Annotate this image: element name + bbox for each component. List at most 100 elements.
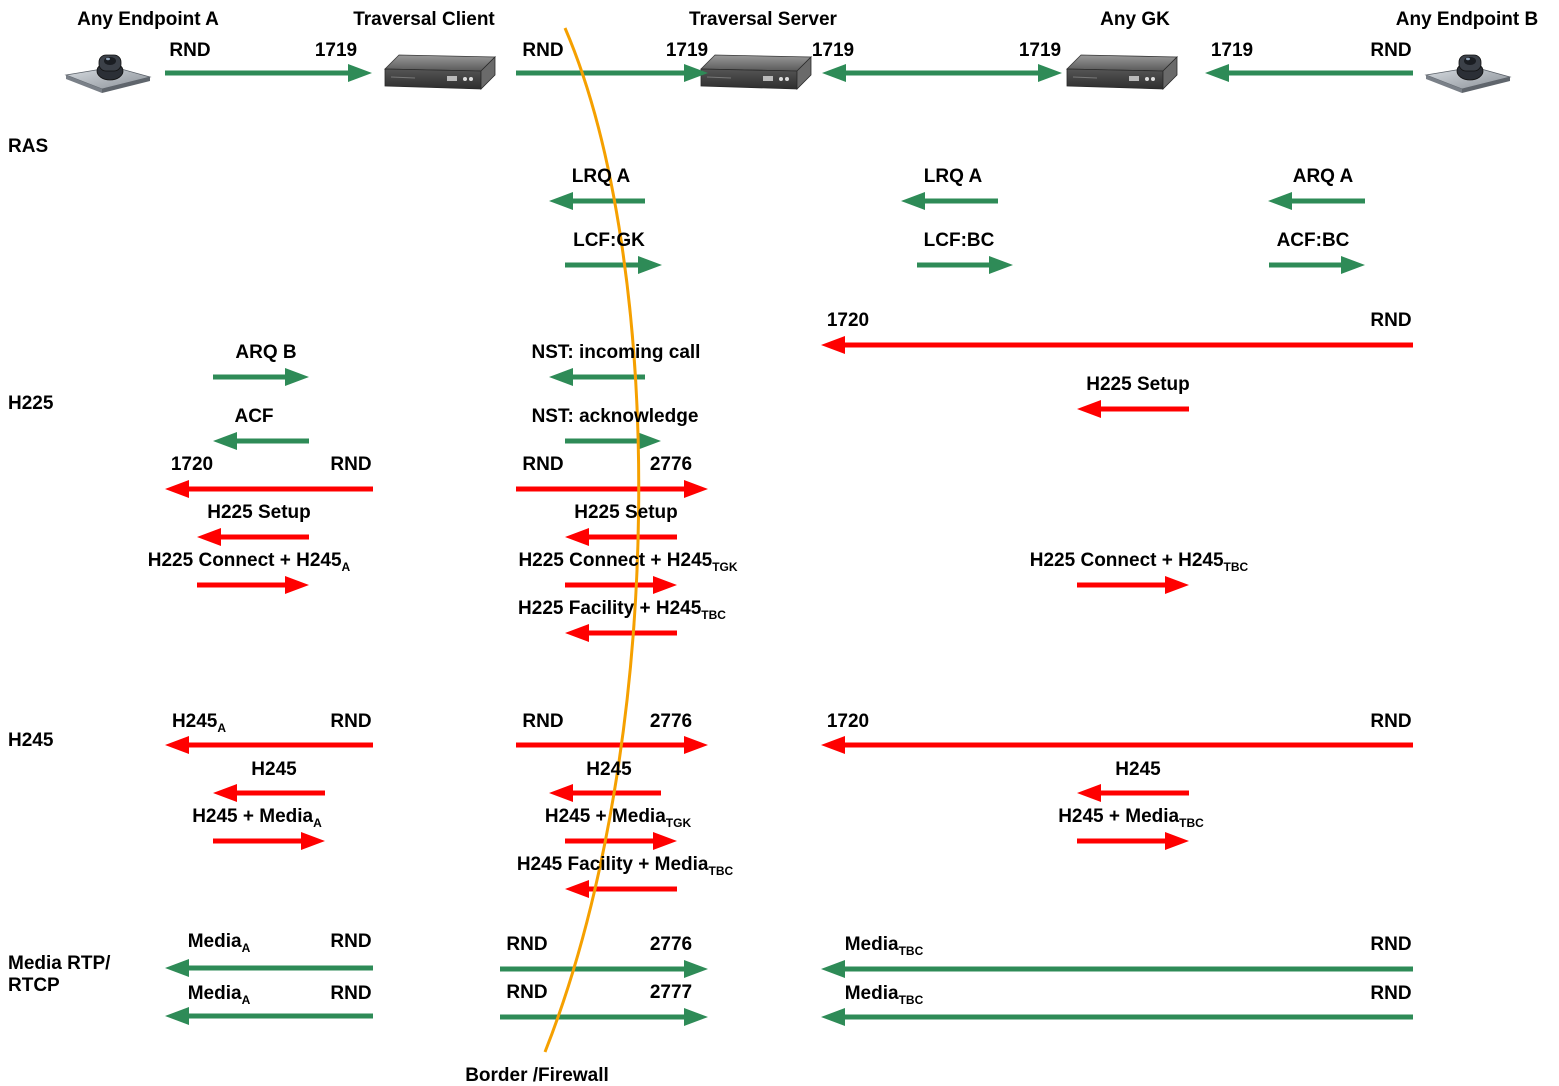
connection-port-label: 1719 — [1211, 40, 1253, 61]
connection-port-label: 1719 — [315, 40, 357, 61]
message-arrow — [165, 736, 373, 754]
message-label-main: H225 Facility + H245 — [518, 598, 702, 619]
port-label: RND — [1370, 711, 1411, 732]
connection-arrow-gk-ep_b — [1205, 64, 1413, 82]
message-label-subscript: A — [313, 816, 322, 830]
port-label: RND — [330, 931, 371, 952]
message-label: ACF:BC — [1277, 230, 1350, 251]
firewall-border-label: Border /Firewall — [465, 1065, 609, 1086]
node-label-ep_a: Any Endpoint A — [77, 9, 219, 30]
port-label: RND — [506, 934, 547, 955]
message-label-subscript: TBC — [899, 993, 924, 1007]
message-label-subscript: A — [242, 993, 251, 1007]
message-arrow — [549, 784, 661, 802]
port-label: 2776 — [650, 454, 692, 475]
message-label-subscript: TGK — [666, 816, 692, 830]
message-label-subscript: TBC — [701, 608, 726, 622]
message-label: H245 — [1115, 759, 1161, 780]
message-label: LRQ A — [572, 166, 631, 187]
port-label: RND — [330, 454, 371, 475]
message-arrow — [901, 192, 998, 210]
port-label: 2776 — [650, 934, 692, 955]
connection-port-label: 1719 — [812, 40, 854, 61]
gatekeeper-appliance-icon — [1067, 55, 1177, 89]
message-arrow — [516, 736, 708, 754]
node-label-ts: Traversal Server — [689, 9, 838, 30]
message-label-subscript: TBC — [1179, 816, 1204, 830]
message-arrow — [565, 576, 677, 594]
section-label-1: H225 — [8, 393, 54, 414]
message-arrow — [500, 960, 708, 978]
message-label: ARQ A — [1293, 166, 1354, 187]
connection-arrow-ts-gk — [822, 64, 1062, 82]
message-label-main: Media — [188, 931, 242, 952]
connection-port-label: RND — [1370, 40, 1411, 61]
message-label-main: Media — [188, 983, 242, 1004]
message-label: H225 Connect + H245TGK — [518, 550, 737, 574]
message-label: LRQ A — [924, 166, 983, 187]
message-arrow — [821, 960, 1413, 978]
connection-port-label: 1719 — [666, 40, 708, 61]
port-label: RND — [506, 982, 547, 1003]
port-label: RND — [522, 711, 563, 732]
message-arrow — [821, 736, 1413, 754]
message-arrow — [500, 1008, 708, 1026]
message-label-main: H225 Connect + H245 — [148, 550, 342, 571]
message-label-subscript: TBC — [709, 864, 734, 878]
message-label: H245A — [172, 711, 226, 735]
message-arrow — [821, 1008, 1413, 1026]
message-label: H225 Connect + H245A — [148, 550, 351, 574]
video-endpoint-icon — [1426, 55, 1510, 93]
message-label-main: Media — [845, 983, 899, 1004]
message-label: H225 Connect + H245TBC — [1030, 550, 1249, 574]
connection-arrow-ep_a-tc — [165, 64, 372, 82]
message-arrow — [1077, 576, 1189, 594]
message-arrow — [1269, 256, 1365, 274]
message-label-main: H245 + Media — [545, 806, 666, 827]
message-label-main: H245 Facility + Media — [517, 854, 709, 875]
message-label-subscript: TGK — [712, 560, 738, 574]
message-arrows — [165, 64, 1413, 1026]
section-label-0: RAS — [8, 136, 48, 157]
message-label: NST: incoming call — [532, 342, 701, 363]
message-arrow — [917, 256, 1013, 274]
message-arrow — [1268, 192, 1365, 210]
message-arrow — [565, 624, 677, 642]
message-label: H245 + MediaTGK — [545, 806, 692, 830]
message-label: H245 — [251, 759, 297, 780]
gatekeeper-appliance-icon — [385, 55, 495, 89]
section-label-3: Media RTP/RTCP — [8, 953, 111, 996]
connection-port-label: RND — [169, 40, 210, 61]
message-arrow — [516, 480, 708, 498]
message-label: H245 — [586, 759, 632, 780]
section-label-2: H245 — [8, 730, 54, 751]
message-label: MediaTBC — [845, 983, 924, 1007]
message-label: H225 Setup — [1086, 374, 1189, 395]
message-arrow — [213, 784, 325, 802]
node-label-gk: Any GK — [1100, 9, 1170, 30]
message-arrow — [1077, 784, 1189, 802]
message-label-subscript: A — [342, 560, 351, 574]
message-label: H225 Setup — [574, 502, 677, 523]
gatekeeper-appliance-icon — [701, 55, 811, 89]
message-arrow — [565, 256, 662, 274]
message-label-subscript: A — [217, 721, 226, 735]
message-arrow — [197, 528, 309, 546]
message-label-main: H245 + Media — [1058, 806, 1179, 827]
message-label-main: H245 + Media — [192, 806, 313, 827]
message-label-main: H225 Connect + H245 — [518, 550, 712, 571]
port-label: 1720 — [827, 310, 869, 331]
video-endpoint-icon — [66, 55, 150, 93]
message-label: ARQ B — [235, 342, 296, 363]
message-arrow — [197, 576, 309, 594]
message-label-subscript: A — [242, 941, 251, 955]
port-label: 1720 — [171, 454, 213, 475]
port-label: RND — [330, 983, 371, 1004]
message-arrow — [165, 480, 373, 498]
message-label: H225 Setup — [207, 502, 310, 523]
message-label-main: Media — [845, 934, 899, 955]
message-arrow — [165, 959, 373, 977]
